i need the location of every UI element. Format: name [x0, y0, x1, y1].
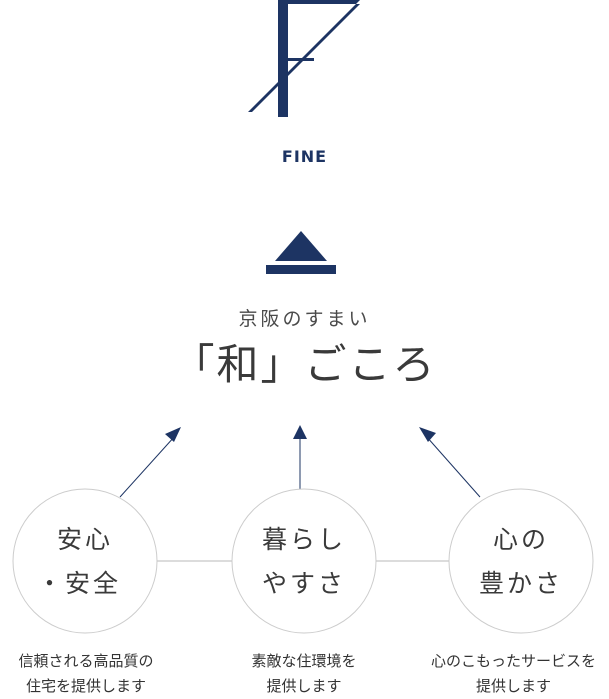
pillar-circle-safety — [12, 488, 158, 634]
arrow-head-right-icon — [419, 427, 436, 442]
pillar-circle-richness — [448, 488, 594, 634]
pillar-caption-richness: 心のこもったサービスを 提供します — [430, 652, 596, 695]
arrow-head-left-icon — [165, 427, 181, 442]
page-title: 「和」ごころ — [172, 340, 437, 389]
pillar-label-livability: 暮らし やすさ — [261, 525, 346, 598]
arrow-head-center-icon — [293, 425, 307, 439]
arrow-line-right — [425, 435, 481, 498]
subtitle: 京阪のすまい — [238, 308, 371, 330]
pillar-circle-livability — [231, 488, 377, 634]
pillar-caption-livability: 素敵な住環境を 提供します — [251, 652, 357, 695]
pillar-label-richness: 心の 豊かさ — [478, 525, 563, 598]
triangle-emblem-icon — [266, 231, 336, 274]
pillar-label-safety: 安心 ・安全 — [36, 525, 121, 598]
brand-name: FINE — [281, 147, 328, 166]
arrow-line-left — [119, 435, 176, 498]
fine-logo-icon — [248, 0, 360, 117]
pillar-caption-safety: 信頼される高品質の 住宅を提供します — [18, 652, 154, 695]
